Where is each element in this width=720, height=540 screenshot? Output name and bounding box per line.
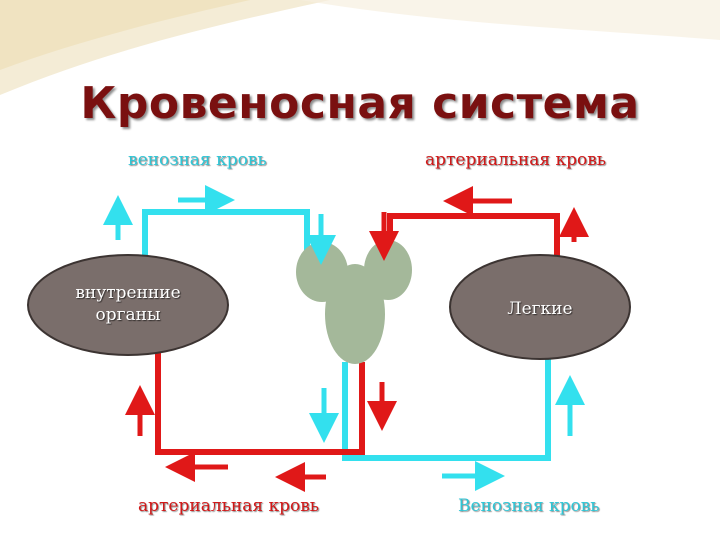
label-arterial-bottom: артериальная кровь: [138, 496, 320, 516]
venous-vessel-top: [142, 209, 310, 262]
arterial-vessel-bottom: [155, 352, 365, 455]
organ-label-lungs: Легкие: [507, 299, 573, 319]
page-title: Кровеносная система: [80, 78, 640, 129]
internal-organs-shape: [27, 254, 229, 356]
lungs-shape: [449, 254, 631, 360]
label-venous-bottom: Венозная кровь: [458, 496, 600, 516]
label-arterial-top: артериальная кровь: [425, 150, 607, 170]
organ-label-internal: внутренние органы: [75, 283, 181, 325]
label-venous-top: венозная кровь: [128, 150, 267, 170]
heart-shape: [296, 240, 412, 364]
venous-vessel-bottom: [342, 358, 551, 461]
